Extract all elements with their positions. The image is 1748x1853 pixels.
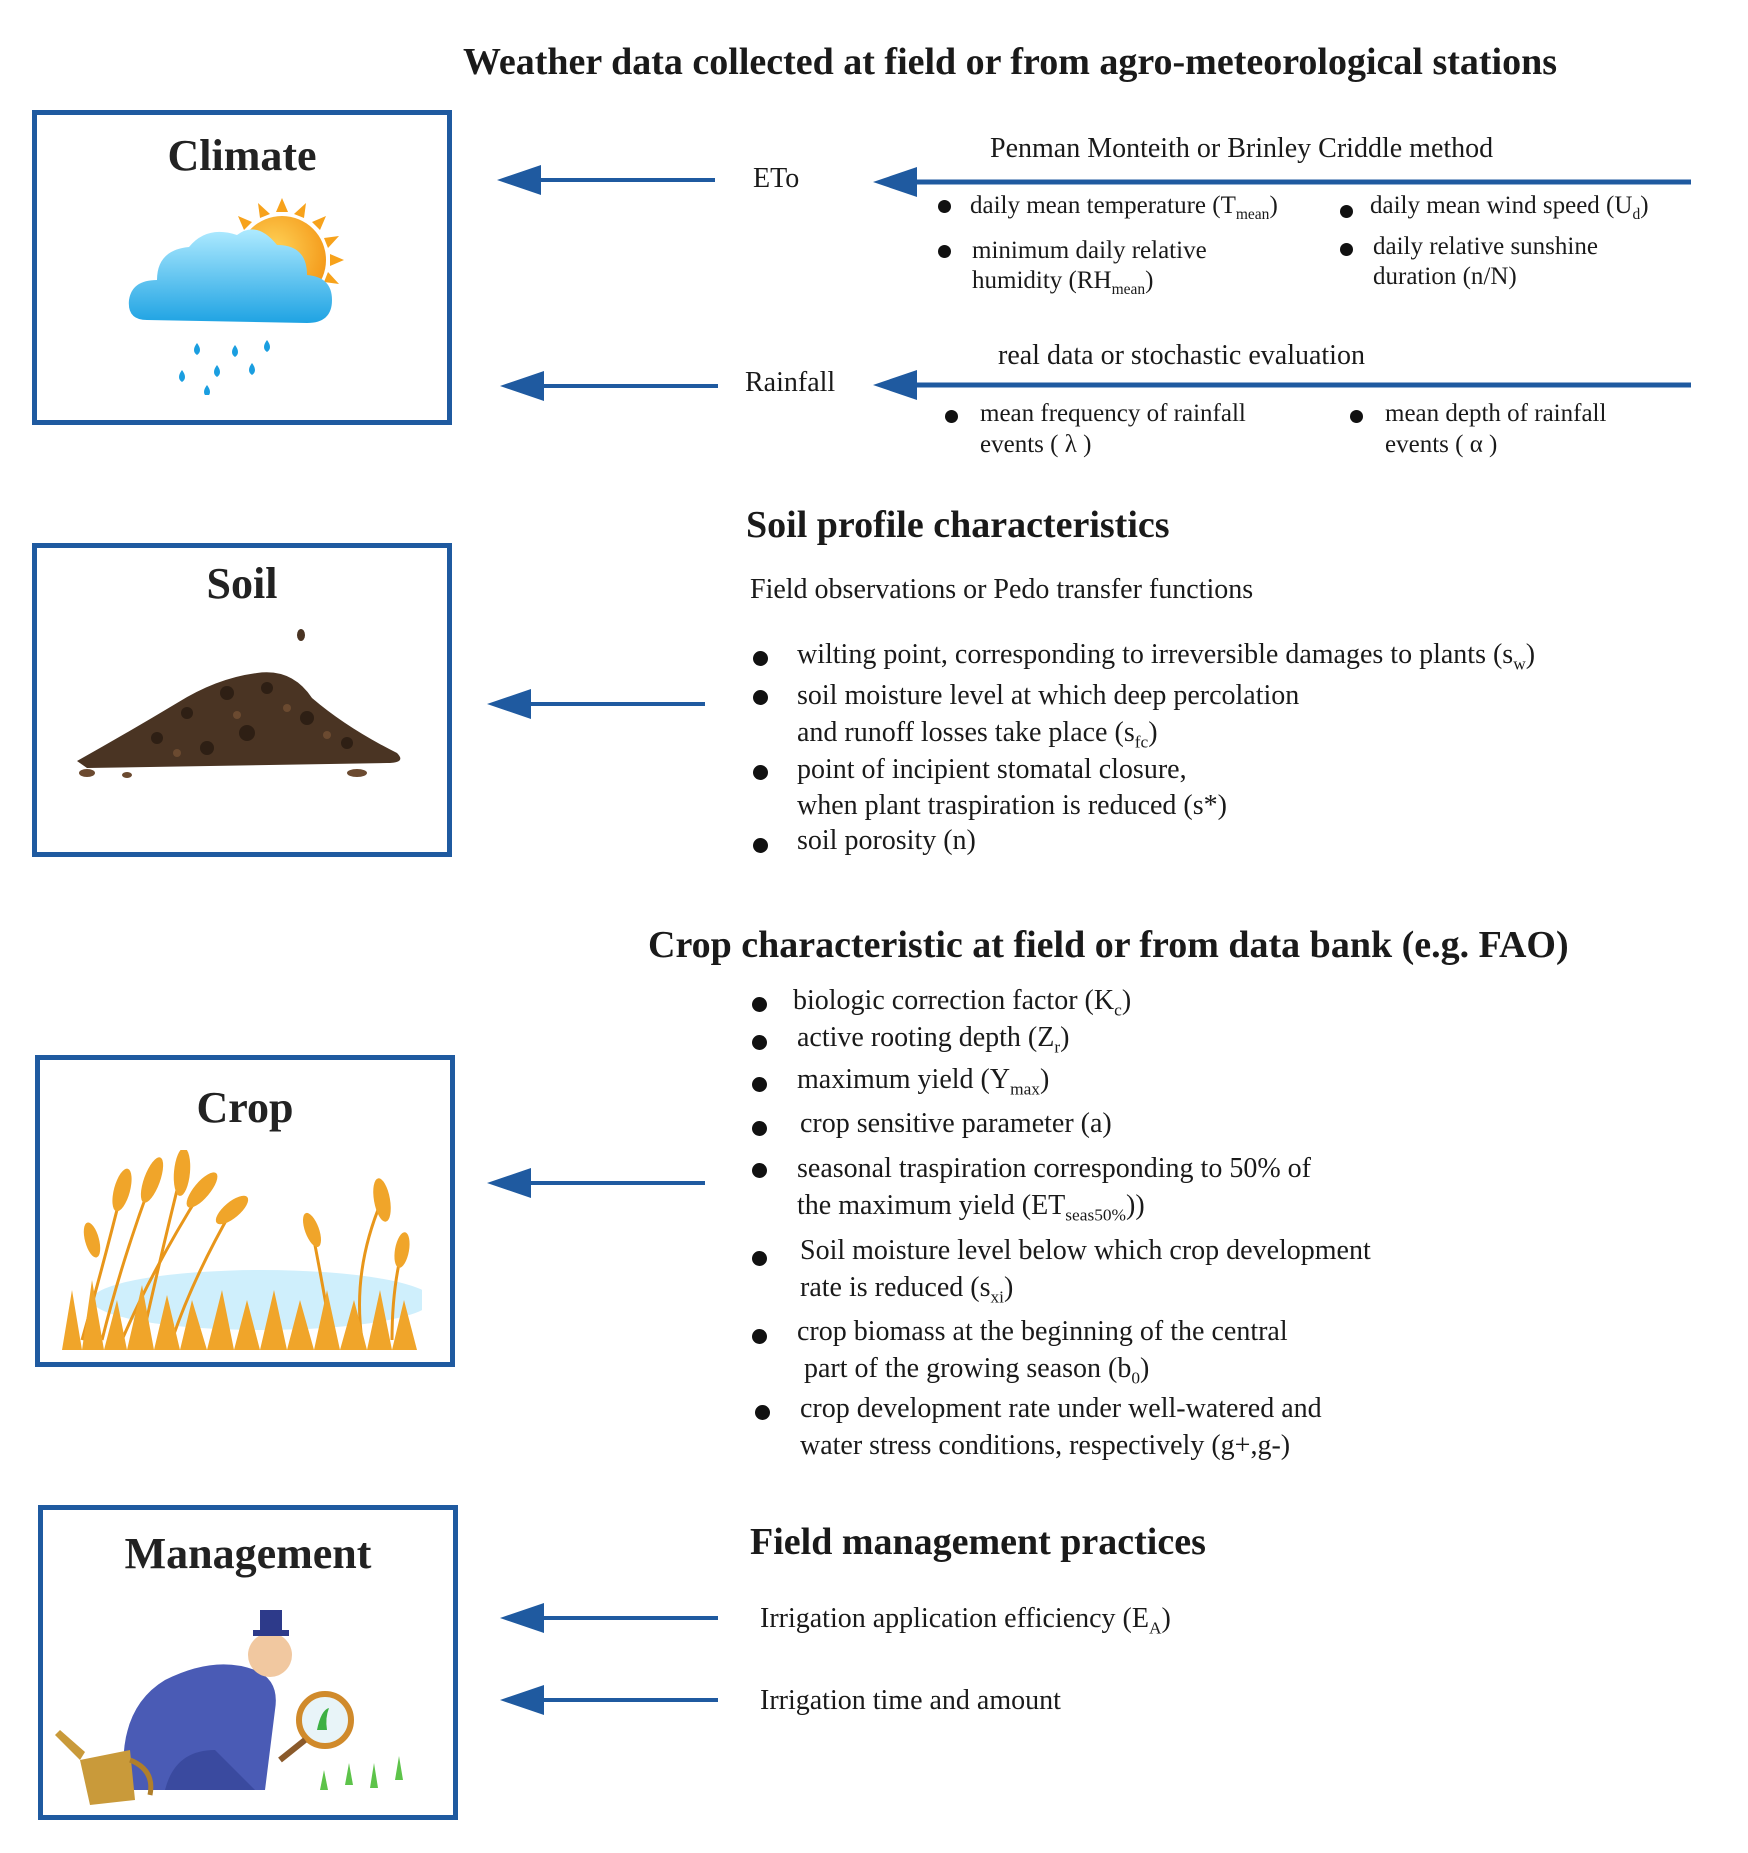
climate-box-title: Climate [167, 131, 317, 180]
soil-item-field-capacity: soil moisture level at which deep percol… [797, 680, 1300, 752]
crop-item-bullet [752, 1329, 767, 1344]
rainfall-param-bullet [945, 410, 958, 423]
soil-icon [77, 629, 401, 778]
rainfall-input-arrow [873, 370, 1691, 400]
eto-label: ETo [753, 163, 800, 194]
soil-box-title: Soil [206, 559, 278, 608]
crop-arrow [487, 1168, 705, 1198]
crop-item-soil-moisture-level: Soil moisture level below which crop dev… [800, 1235, 1371, 1307]
crop-item-development-rate: crop development rate under well-watered… [800, 1393, 1322, 1461]
crop-item-bullet [752, 997, 767, 1012]
climate-heading: Weather data collected at field or from … [463, 41, 1558, 83]
irrigation-efficiency-arrow [500, 1603, 718, 1633]
crop-item-bullet [752, 1163, 767, 1178]
soil-item-bullet [753, 765, 768, 780]
crop-box: Crop [35, 1055, 455, 1367]
manager-inspecting-plants-icon [55, 1610, 403, 1805]
eto-param-wind-speed: daily mean wind speed (Ud) [1370, 192, 1649, 223]
crop-item-correction-factor: biologic correction factor (Kc) [793, 985, 1132, 1020]
eto-param-temperature: daily mean temperature (Tmean) [970, 192, 1278, 223]
eto-input-arrow [873, 167, 1691, 197]
soil-item-wilting-point: wilting point, corresponding to irrevers… [797, 639, 1536, 674]
management-heading: Field management practices [750, 1521, 1206, 1563]
rainfall-method: real data or stochastic evaluation [998, 340, 1365, 371]
eto-param-bullet [1340, 243, 1353, 256]
soil-box: Soil [32, 543, 452, 857]
crop-item-rooting-depth: active rooting depth (Zr) [797, 1022, 1070, 1057]
crop-item-maximum-yield: maximum yield (Ymax) [797, 1064, 1050, 1099]
management-box-title: Management [124, 1529, 372, 1578]
crop-item-bullet [752, 1251, 767, 1266]
soil-item-bullet [753, 651, 768, 666]
crop-box-title: Crop [196, 1083, 294, 1132]
rainfall-label: Rainfall [745, 367, 836, 398]
soil-item-stomatal-closure: point of incipient stomatal closure,when… [797, 754, 1227, 821]
rainfall-output-arrow [500, 371, 718, 401]
crop-item-bullet [752, 1121, 767, 1136]
eto-output-arrow [497, 165, 715, 195]
crop-heading: Crop characteristic at field or from dat… [648, 924, 1569, 966]
climate-icon [128, 198, 344, 395]
crop-item-sensitive-parameter: crop sensitive parameter (a) [800, 1108, 1112, 1139]
climate-box: Climate [32, 110, 452, 425]
eto-param-bullet [938, 200, 951, 213]
soil-item-bullet [753, 690, 768, 705]
eto-param-bullet [938, 245, 951, 258]
soil-item-porosity: soil porosity (n) [797, 825, 976, 856]
rainfall-param-bullet [1350, 410, 1363, 423]
soil-item-bullet [753, 838, 768, 853]
soil-heading: Soil profile characteristics [746, 504, 1170, 546]
crop-item-crop-biomass: crop biomass at the beginning of the cen… [797, 1316, 1288, 1388]
crop-item-bullet [752, 1077, 767, 1092]
management-item-irrigation-efficiency: Irrigation application efficiency (EA) [760, 1603, 1171, 1638]
crop-item-seasonal-traspiration: seasonal traspiration corresponding to 5… [797, 1153, 1311, 1225]
management-item-irrigation-time: Irrigation time and amount [760, 1685, 1061, 1716]
wheat-icon [62, 1150, 422, 1350]
irrigation-time-arrow [500, 1685, 718, 1715]
eto-method: Penman Monteith or Brinley Criddle metho… [990, 133, 1494, 164]
soil-arrow [487, 689, 705, 719]
crop-item-bullet [755, 1405, 770, 1420]
management-box: Management [38, 1505, 458, 1820]
eto-param-bullet [1340, 205, 1353, 218]
crop-item-bullet [752, 1035, 767, 1050]
soil-subheading: Field observations or Pedo transfer func… [750, 574, 1254, 605]
